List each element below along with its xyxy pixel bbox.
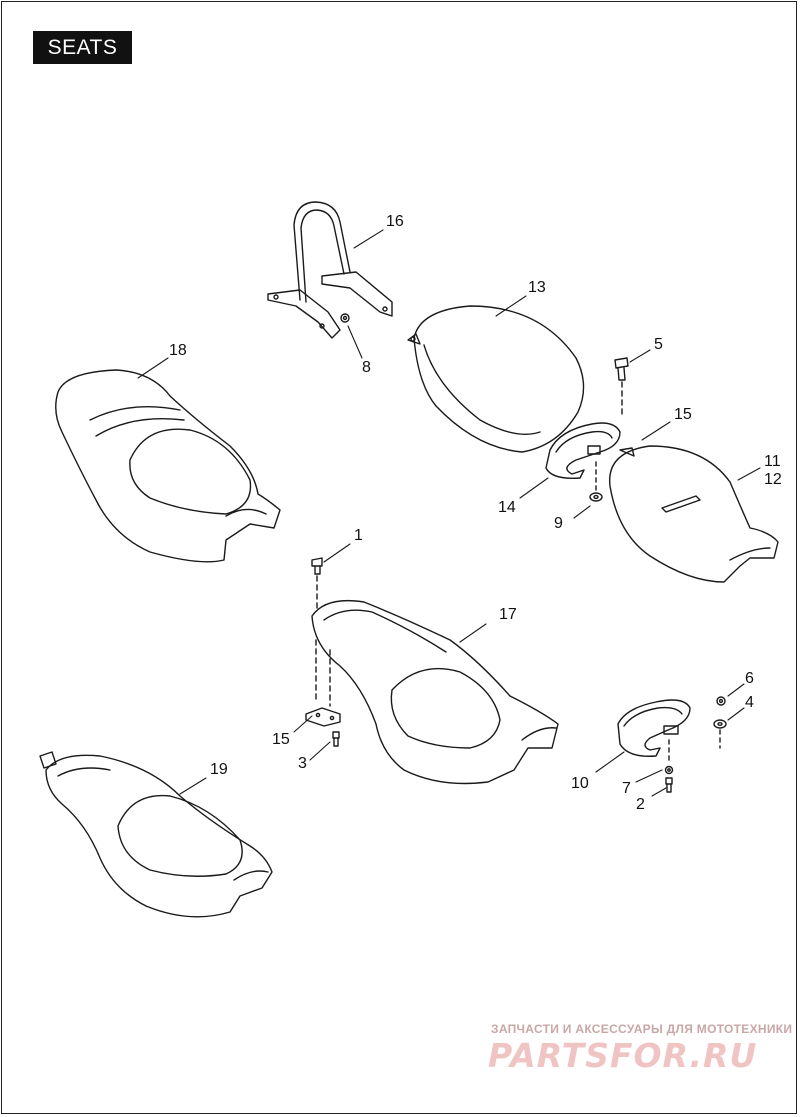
watermark-tagline: ЗАПЧАСТИ И АКСЕССУАРЫ ДЛЯ МОТОТЕХНИКИ xyxy=(491,1022,793,1036)
screw-5 xyxy=(614,357,629,419)
callout-9: 9 xyxy=(554,515,563,532)
callout-2: 2 xyxy=(636,796,645,813)
callout-7: 7 xyxy=(622,780,631,797)
callout-19: 19 xyxy=(210,761,228,778)
callout-3: 3 xyxy=(298,755,307,772)
leader-lines xyxy=(137,229,761,797)
callout-8: 8 xyxy=(362,359,371,376)
callout-13: 13 xyxy=(528,279,546,296)
watermark-logo: PARTSFOR.RU xyxy=(488,1036,758,1075)
strap-14 xyxy=(545,422,621,479)
section-title: SEATS xyxy=(33,31,132,64)
nut-8 xyxy=(340,313,350,323)
callout-1: 1 xyxy=(354,527,363,544)
solo-seat-11 xyxy=(609,445,779,583)
callout-6: 6 xyxy=(745,670,754,687)
seat-17 xyxy=(311,599,559,785)
washer-4 xyxy=(713,719,727,749)
screw-1 xyxy=(311,557,323,611)
callout-16: 16 xyxy=(386,213,404,230)
nut-6 xyxy=(716,696,726,706)
callout-18: 18 xyxy=(169,342,187,359)
callout-12: 12 xyxy=(764,471,782,488)
callout-15-upper: 15 xyxy=(674,406,692,423)
callout-11: 11 xyxy=(764,453,781,470)
callout-14: 14 xyxy=(498,499,516,516)
nut-7 xyxy=(664,739,674,775)
bracket-15-lower xyxy=(305,639,341,727)
strap-10 xyxy=(617,699,691,757)
callout-10: 10 xyxy=(571,775,589,792)
callout-4: 4 xyxy=(745,694,754,711)
seat-19 xyxy=(39,751,273,918)
bolt-2 xyxy=(665,777,673,793)
bolt-3 xyxy=(332,731,340,747)
pillion-13 xyxy=(407,305,585,453)
seat-18 xyxy=(55,369,281,563)
sissy-bar-16 xyxy=(267,201,393,339)
callout-17: 17 xyxy=(499,606,517,623)
callout-15-lower: 15 xyxy=(272,731,290,748)
washer-9 xyxy=(589,461,603,502)
callout-5: 5 xyxy=(654,336,663,353)
